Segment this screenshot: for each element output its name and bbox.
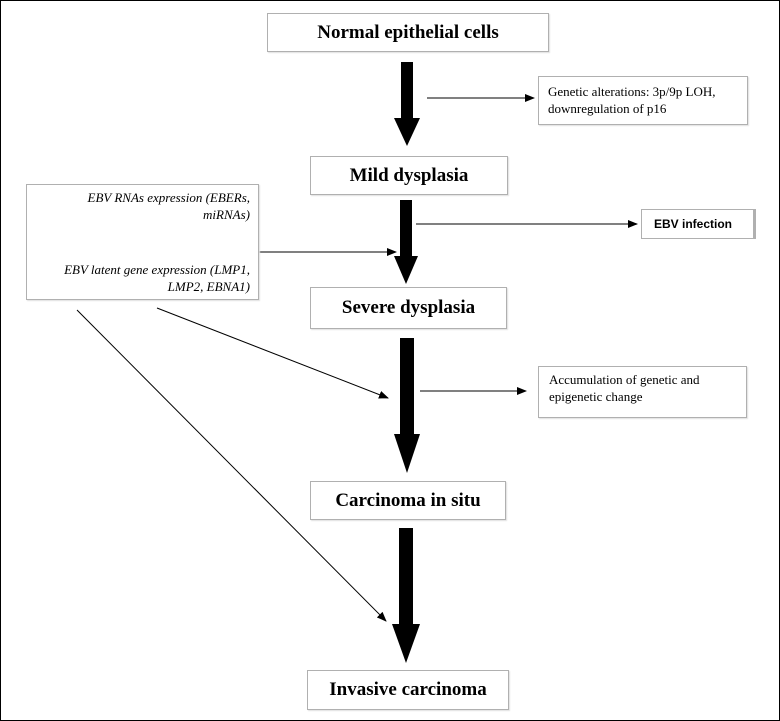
- ebv-latent-text: EBV latent gene expression (LMP1, LMP2, …: [64, 261, 250, 295]
- note-line: epigenetic change: [549, 389, 643, 404]
- rna-line-1: EBV RNAs expression (EBERs,: [87, 190, 250, 205]
- stage-label: Normal epithelial cells: [317, 21, 499, 43]
- stage-label: Severe dysplasia: [341, 297, 476, 318]
- progression-arrow-2: [394, 200, 418, 284]
- stage-severe-dysplasia: Severe dysplasia: [310, 287, 507, 329]
- ebv-infection-box: EBV infection: [641, 209, 756, 239]
- arrow-ebv-to-invasive: [76, 309, 387, 622]
- progression-arrow-4: [392, 528, 420, 663]
- latent-line-1: EBV latent gene expression (LMP1,: [64, 262, 250, 277]
- latent-line-2: LMP2, EBNA1): [167, 279, 250, 294]
- stage-normal-epithelial-cells: Normal epithelial cells: [267, 13, 549, 52]
- stage-invasive-carcinoma: Invasive carcinoma: [307, 670, 509, 710]
- stage-mild-dysplasia: Mild dysplasia: [310, 156, 508, 195]
- stage-label: Carcinoma in situ: [335, 489, 481, 511]
- stage-label: Invasive carcinoma: [329, 679, 487, 700]
- arrow-ebv-to-cis: [156, 307, 389, 399]
- note-line: downregulation of p16: [548, 101, 667, 116]
- ebv-expression-box: EBV RNAs expression (EBERs, miRNAs) EBV …: [26, 184, 259, 300]
- rna-line-2: miRNAs): [203, 207, 250, 222]
- progression-arrow-1: [394, 62, 420, 146]
- stage-carcinoma-in-situ: Carcinoma in situ: [310, 481, 506, 520]
- ebv-rna-text: EBV RNAs expression (EBERs, miRNAs): [88, 189, 250, 223]
- note-line: Genetic alterations: 3p/9p LOH,: [548, 84, 716, 99]
- accumulation-note: Accumulation of genetic and epigenetic c…: [538, 366, 747, 418]
- progression-arrow-3: [394, 338, 420, 473]
- ebv-infection-label: EBV infection: [654, 217, 733, 231]
- note-line: Accumulation of genetic and: [549, 372, 700, 387]
- genetic-alterations-note: Genetic alterations: 3p/9p LOH, downregu…: [538, 76, 748, 125]
- stage-label: Mild dysplasia: [349, 164, 469, 186]
